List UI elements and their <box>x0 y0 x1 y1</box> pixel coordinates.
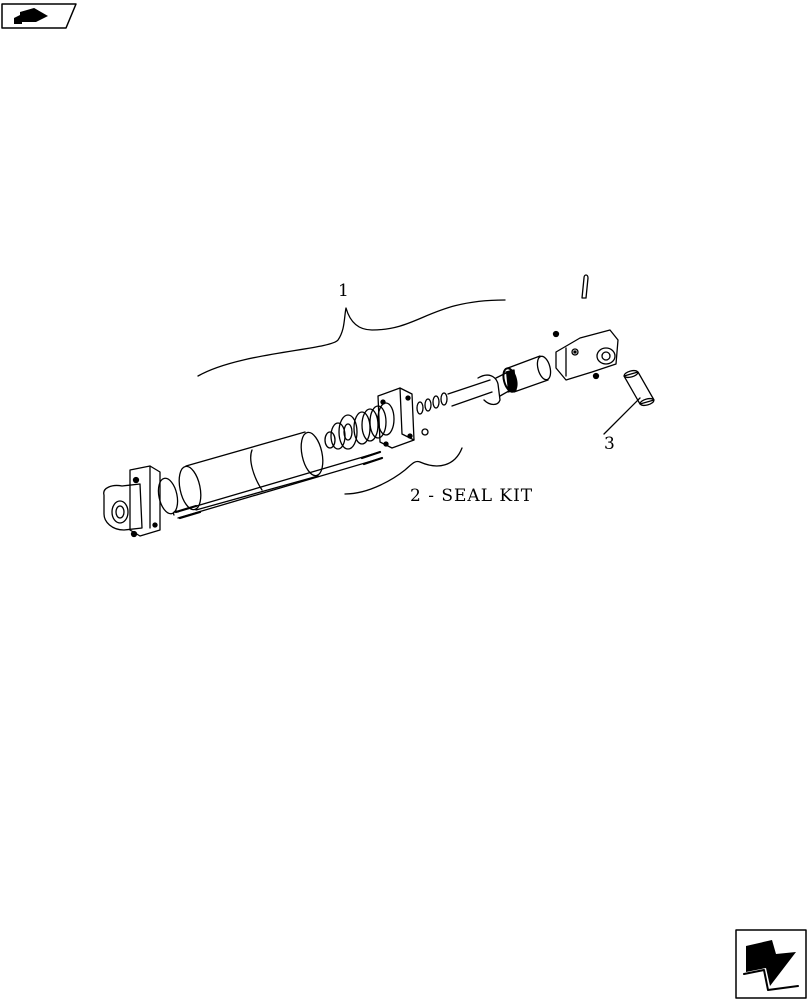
previous-page-arrow-icon <box>1 3 77 29</box>
cotter-pin <box>581 274 589 299</box>
rod-eye-yoke <box>552 329 619 381</box>
spring <box>353 402 395 445</box>
piston <box>324 414 358 450</box>
previous-page-button[interactable] <box>0 0 78 30</box>
next-page-arrow-icon <box>735 929 807 999</box>
leader-item-3 <box>603 397 641 435</box>
brace-item-1 <box>197 299 506 377</box>
gland-flange <box>377 387 429 449</box>
brace-item-2 <box>344 447 463 495</box>
tie-rods <box>172 450 384 520</box>
rod-sleeve <box>502 355 552 393</box>
o-ring <box>157 477 179 515</box>
next-page-button[interactable] <box>734 928 806 998</box>
callout-item-2-seal-kit: 2 - SEAL KIT <box>410 486 534 506</box>
callout-item-1: 1 <box>338 281 349 301</box>
rod-end-clevis <box>103 465 161 538</box>
rod-seals <box>416 392 448 415</box>
callout-item-3: 3 <box>604 434 615 454</box>
clevis-pin <box>623 369 655 407</box>
cylinder-barrel <box>178 431 324 511</box>
